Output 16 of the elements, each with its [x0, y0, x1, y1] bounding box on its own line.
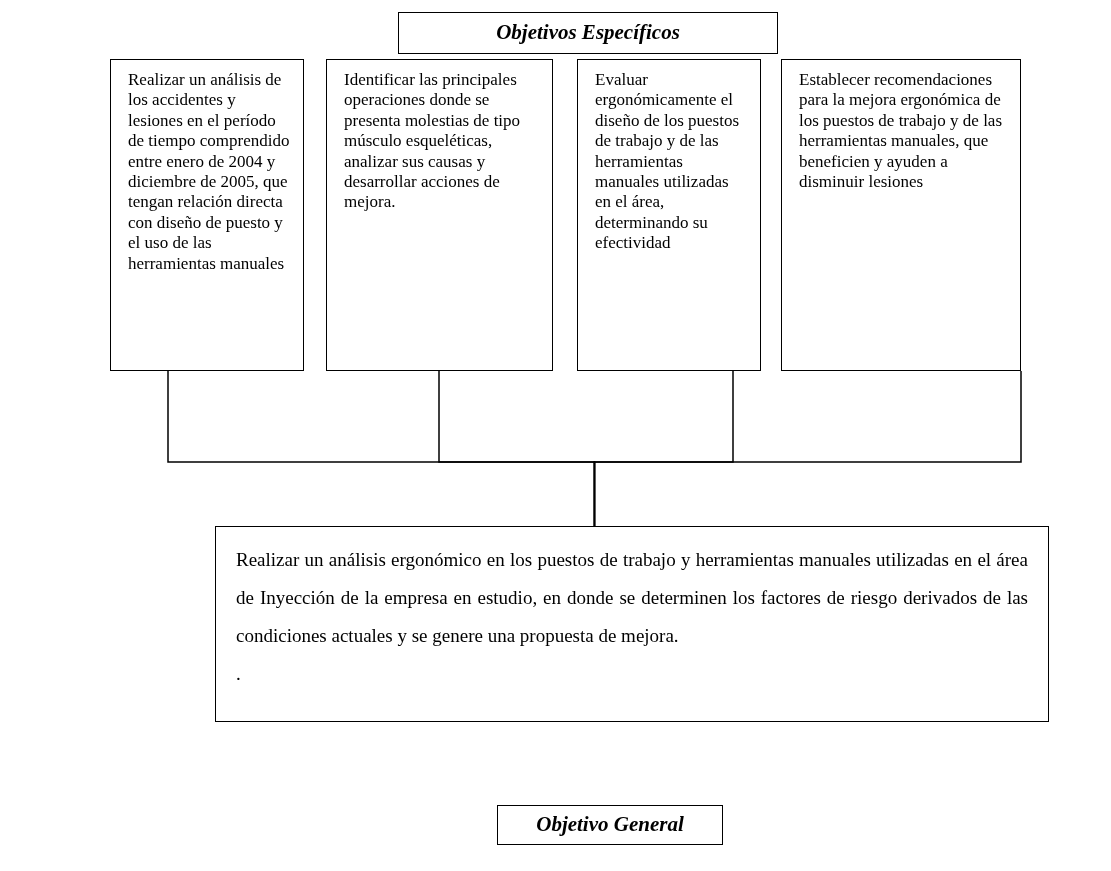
- title-box: [398, 12, 778, 54]
- objective-box: [577, 59, 761, 371]
- objective-text: Realizar un análisis ergonómico en los puestos de trabajo y herramientas manuales utilizadas en el área de Inyección de la empresa en estudio, en donde se determinen los factores de riesgo derivados de las condiciones actuales y se genere una propuesta de mejora.: [236, 548, 1028, 648]
- general-objective-box: [215, 526, 1049, 722]
- objective-text: Identificar las principales operaciones donde se presenta molestias de tipo músculo esqueléticas, analizar sus causas y desarrollar acciones de mejora.: [344, 70, 522, 213]
- objective-text: Realizar un análisis de los accidentes y lesiones en el período de tiempo comprendido entre enero de 2004 y diciembre de 2005, que tengan relación directa con diseño de puesto y el uso de las herramientas manuales: [128, 70, 291, 274]
- objective-text: .: [236, 662, 242, 686]
- title-box: [497, 805, 723, 845]
- objective-text: Objetivos Específicos: [496, 20, 680, 46]
- objective-box: [326, 59, 553, 371]
- objective-box: [110, 59, 304, 371]
- connector-line: [593, 370, 1022, 527]
- objective-box: [781, 59, 1021, 371]
- objective-text: Evaluar ergonómicamente el diseño de los puestos de trabajo y de las herramientas manuales utilizadas en el área, determinando su efectividad: [595, 70, 741, 254]
- objective-text: Objetivo General: [536, 812, 684, 838]
- objective-text: Establecer recomendaciones para la mejora ergonómica de los puestos de trabajo y de las herramientas manuales, que beneficien y ayuden a disminuir lesiones: [799, 70, 1003, 193]
